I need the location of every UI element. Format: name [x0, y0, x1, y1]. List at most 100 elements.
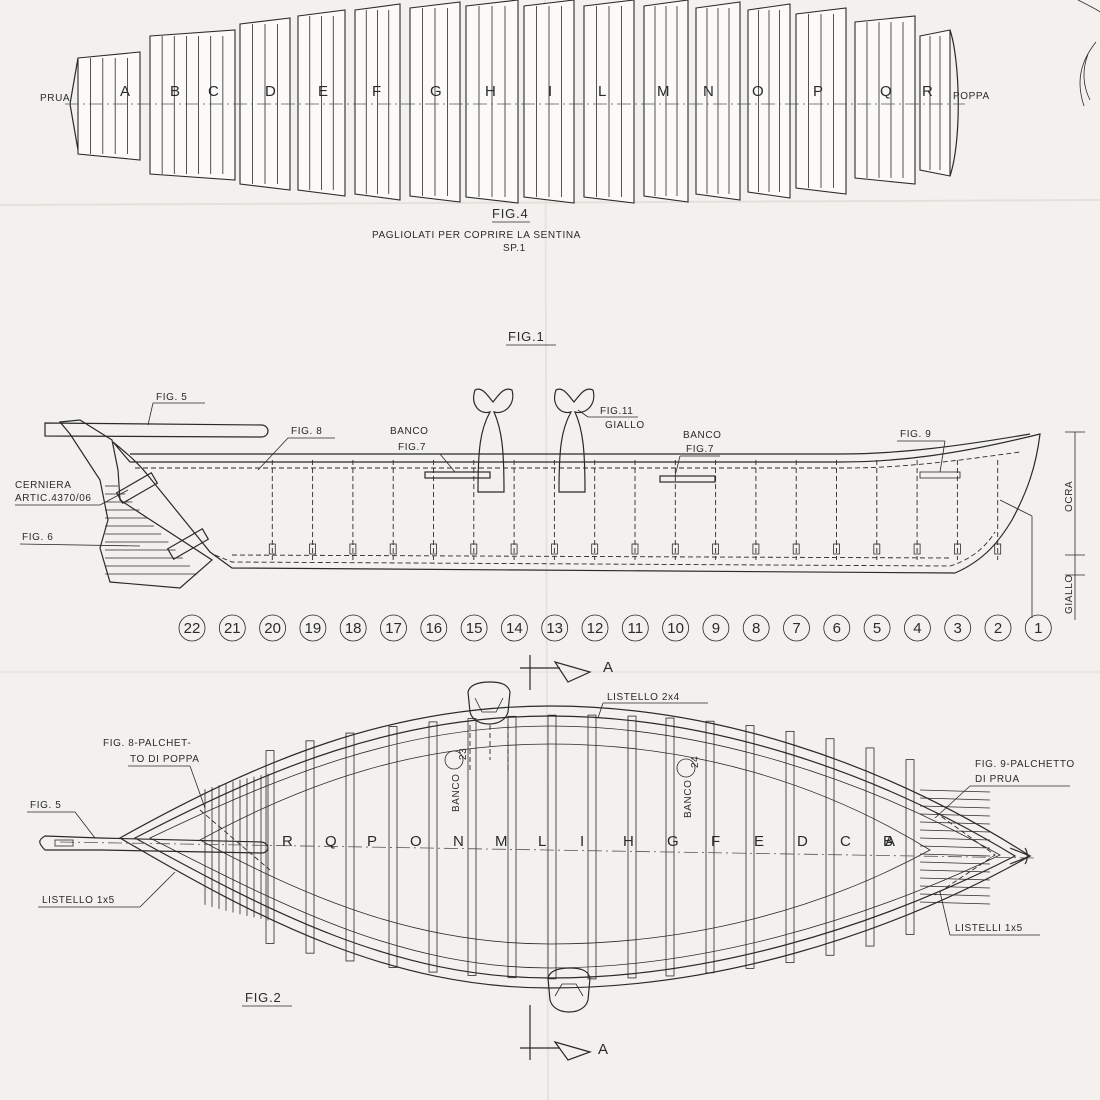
fig4-board-letter: P	[813, 83, 823, 100]
frame-number-circle	[944, 614, 972, 642]
fig2-rib	[428, 721, 438, 973]
fig2-board-letter: M	[495, 833, 508, 850]
fig2-rib	[665, 717, 675, 977]
artic-label: ARTIC.4370/06	[15, 493, 92, 504]
frame-number-circle	[380, 614, 407, 642]
frame-number: 15	[466, 620, 483, 637]
banco-23-label: BANCO 23	[444, 748, 469, 812]
frame-number-circle	[218, 614, 246, 642]
frame-number: 7	[792, 620, 800, 637]
fig2-listello24-label: LISTELLO 2x4	[607, 692, 680, 703]
fig2-rib	[388, 726, 398, 968]
fig4-board-letter: M	[657, 83, 670, 100]
frame-number: 21	[224, 620, 241, 637]
fig1-fig5-label: FIG. 5	[156, 392, 187, 403]
fig2-board-letter: L	[538, 833, 546, 850]
frame-number: 13	[546, 620, 563, 637]
section-label-bottom: A	[598, 1041, 608, 1058]
fig2-ribs	[265, 714, 915, 980]
fig2-fig5-label: FIG. 5	[30, 800, 61, 811]
fig1-banco2-ref: FIG.7	[686, 444, 714, 455]
frame-number-circle	[339, 614, 367, 642]
fig1-banco2-label: BANCO	[683, 430, 722, 441]
frame-number-circle	[823, 614, 851, 642]
fig1-banco1-ref: FIG.7	[398, 442, 426, 453]
frame-number-circle	[460, 614, 488, 642]
fig4-board-letter: E	[318, 83, 328, 100]
frame-number: 12	[587, 620, 604, 637]
fig2-tiller	[39, 835, 269, 854]
frame-number: 5	[873, 620, 881, 637]
fig4-subtitle: PAGLIOLATI PER COPRIRE LA SENTINA	[372, 230, 581, 241]
fig1-thwart-1	[424, 471, 491, 479]
fig4-board	[854, 15, 916, 185]
fig1-thwart-2	[659, 475, 716, 483]
fig2-board-letter: H	[623, 833, 634, 850]
fig4-board-letter: O	[752, 83, 764, 100]
fig11-oarlock-right	[554, 388, 595, 493]
fig2-oarlock-top	[467, 681, 511, 725]
fig2-rib	[507, 715, 517, 979]
fig4-board-letter: H	[485, 83, 496, 100]
fig2-board-letter: A	[885, 833, 895, 850]
fig1-fig8-label: FIG. 8	[291, 426, 322, 437]
fig2-rib	[587, 714, 597, 980]
hinge-upper	[115, 471, 159, 505]
fig2-hull-stringer	[149, 725, 1001, 969]
fig1-fig11-label: FIG.11	[600, 406, 633, 417]
section-label-top: A	[603, 659, 613, 676]
fig4-floorboards	[69, 0, 959, 204]
fig4-prua-label: PRUA	[40, 93, 70, 104]
frame-number: 14	[506, 620, 523, 637]
fig2-board-letter: C	[840, 833, 851, 850]
frame-number: 3	[954, 620, 962, 637]
fig1-frames	[268, 460, 1002, 560]
fig2-fig9-label-1: FIG. 9-PALCHETTO	[975, 759, 1075, 770]
fig2-rib	[705, 720, 715, 974]
fig2-rib	[785, 730, 795, 964]
fig2-board-letter: D	[797, 833, 808, 850]
fig2-listelli15-label: LISTELLI 1x5	[955, 923, 1023, 934]
frame-number: 8	[752, 620, 760, 637]
rudder-hatching	[105, 485, 198, 575]
frame-number: 19	[305, 620, 322, 637]
fig2-floor-outline	[199, 743, 931, 945]
frame-number-circle	[259, 614, 287, 642]
fig4-board-letter: R	[922, 83, 933, 100]
fig2-fig9-label-2: DI PRUA	[975, 774, 1020, 785]
fig6-rudder	[58, 419, 213, 589]
frame-number-circle	[984, 614, 1012, 642]
fig2-board-letter: N	[453, 833, 464, 850]
fig6-label: FIG. 6	[22, 532, 53, 543]
fig2-board-letter: I	[580, 833, 584, 850]
fig1-keel-inner	[214, 531, 996, 567]
frame-number-circle	[541, 614, 569, 642]
fig2-title: FIG.2	[245, 990, 282, 1005]
fig2-fig8-label-1: FIG. 8-PALCHET-	[103, 738, 191, 749]
frame-number-circle	[501, 614, 528, 642]
frame-number-circle	[904, 614, 931, 642]
frame-number-circle	[1024, 614, 1052, 642]
fig4-board-letter: B	[170, 83, 180, 100]
fig2-rib	[745, 725, 755, 969]
frame-number-circle	[662, 614, 689, 642]
fig1-fig9-label: FIG. 9	[900, 429, 931, 440]
fig2-board-letter: G	[667, 833, 679, 850]
fig1-bow-deck	[919, 471, 961, 479]
fig2-rib	[627, 715, 637, 979]
fig2-board-letter: Q	[325, 833, 337, 850]
fig4-board-letter: G	[430, 83, 442, 100]
frame-number-circle	[621, 614, 649, 642]
fig5-tiller	[44, 422, 269, 438]
fig1-title: FIG.1	[508, 329, 545, 344]
fig2-rib	[265, 750, 275, 944]
fold-line	[0, 199, 1100, 206]
svg-text:BANCO: BANCO	[451, 773, 462, 812]
frame-number: 18	[345, 620, 362, 637]
frame-number-circle	[702, 614, 730, 642]
fig2-board-letter: F	[711, 833, 720, 850]
fig4-board	[149, 29, 236, 181]
